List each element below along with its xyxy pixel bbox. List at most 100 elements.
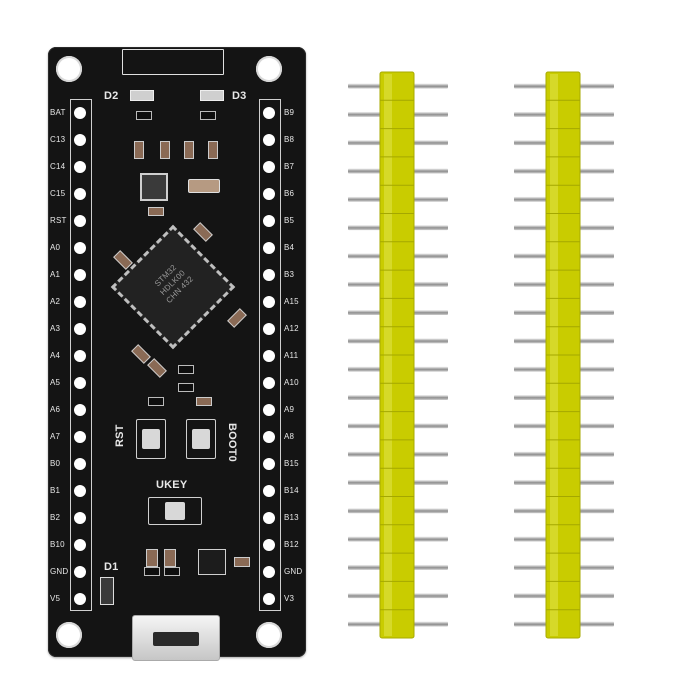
pin-pad (263, 431, 275, 443)
boot0-button[interactable] (186, 419, 216, 459)
pin-label: A2 (50, 297, 61, 306)
header-pin (514, 281, 614, 287)
header-pin (514, 83, 614, 89)
led-d2 (130, 90, 154, 101)
pin-pad (74, 188, 86, 200)
usb-opening (153, 632, 199, 646)
pin-label: B15 (284, 459, 299, 468)
pin-pad (74, 431, 86, 443)
resistor (136, 111, 152, 120)
header-pin (514, 168, 614, 174)
pin-label: GND (50, 567, 69, 576)
pin-label: A5 (50, 378, 61, 387)
mounting-hole (56, 56, 82, 82)
header-body (545, 71, 581, 639)
header-pin (348, 83, 448, 89)
pin-label: A8 (284, 432, 295, 441)
mounting-hole (256, 622, 282, 648)
pin-pad (74, 215, 86, 227)
pin-label: BAT (50, 108, 66, 117)
mounting-hole (56, 622, 82, 648)
capacitor (160, 141, 170, 159)
pin-pad (74, 323, 86, 335)
pin-label: B1 (50, 486, 61, 495)
capacitor (134, 141, 144, 159)
pin-label: A1 (50, 270, 61, 279)
pin-label: A7 (50, 432, 61, 441)
pin-pad (74, 458, 86, 470)
swd-header (122, 49, 224, 75)
pin-label: V3 (284, 594, 295, 603)
capacitor (193, 222, 213, 242)
pin-label: A12 (284, 324, 299, 333)
pin-label: A11 (284, 351, 299, 360)
pin-pad (74, 134, 86, 146)
reset-button[interactable] (136, 419, 166, 459)
capacitor (131, 344, 151, 364)
pin-label: A15 (284, 297, 299, 306)
pin-pad (263, 539, 275, 551)
pin-label: B12 (284, 540, 299, 549)
header-pin (348, 593, 448, 599)
pin-label: B4 (284, 243, 295, 252)
button-cap (165, 502, 185, 520)
pin-pad (263, 350, 275, 362)
header-pin (348, 338, 448, 344)
capacitor (208, 141, 218, 159)
pin-pad (74, 485, 86, 497)
pin-pad (263, 161, 275, 173)
header-pin (348, 366, 448, 372)
pin-pad (74, 269, 86, 281)
button-cap (192, 429, 210, 449)
pin-label: V5 (50, 594, 61, 603)
header-body (379, 71, 415, 639)
capacitor (184, 141, 194, 159)
pin-pad (263, 458, 275, 470)
header-pin (348, 508, 448, 514)
pin-pad (263, 377, 275, 389)
header-pin (514, 225, 614, 231)
pin-pad (263, 404, 275, 416)
led-d3-label: D3 (232, 90, 247, 102)
resistor (144, 567, 160, 576)
reset-button-label: RST (114, 424, 126, 447)
capacitor (234, 557, 250, 567)
resistor (148, 397, 164, 406)
pin-label: A3 (50, 324, 61, 333)
capacitor (147, 358, 167, 378)
user-button-label: UKEY (156, 479, 188, 491)
header-pin (514, 423, 614, 429)
pin-pad (263, 323, 275, 335)
pin-label: B9 (284, 108, 295, 117)
header-pin (348, 536, 448, 542)
header-pin (514, 508, 614, 514)
led-d3 (200, 90, 224, 101)
pin-label: A0 (50, 243, 61, 252)
header-pin (348, 423, 448, 429)
pin-label: B3 (284, 270, 295, 279)
capacitor (164, 549, 176, 567)
pin-pad (263, 269, 275, 281)
pin-label: A10 (284, 378, 299, 387)
pin-pad (263, 512, 275, 524)
resistor (148, 207, 164, 216)
pin-header (348, 71, 448, 639)
crystal (188, 179, 220, 193)
header-pin (514, 366, 614, 372)
pin-pad (263, 296, 275, 308)
pin-pad (263, 242, 275, 254)
boot0-button-label: BOOT0 (226, 423, 238, 462)
user-button[interactable] (148, 497, 202, 525)
header-pin (514, 196, 614, 202)
mounting-hole (256, 56, 282, 82)
header-pin (348, 310, 448, 316)
header-pin (514, 564, 614, 570)
pin-pad (263, 134, 275, 146)
header-pin (348, 479, 448, 485)
led-d2-label: D2 (104, 90, 119, 102)
diode-d1-label: D1 (104, 561, 119, 573)
header-highlight (384, 74, 392, 636)
micro-usb-port[interactable] (132, 615, 220, 661)
pin-label: B7 (284, 162, 295, 171)
pin-label: B6 (284, 189, 295, 198)
